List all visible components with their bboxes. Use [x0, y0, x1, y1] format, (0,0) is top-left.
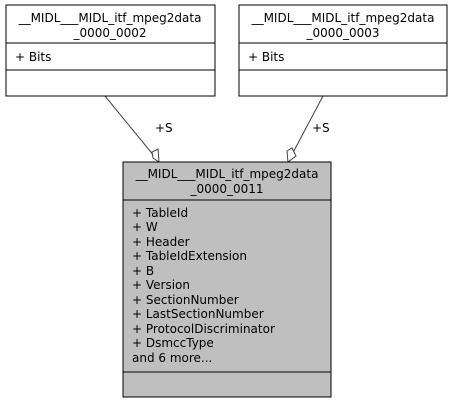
class-attribute-0011-10: + DsmccType [132, 336, 214, 350]
class-attribute-0011-8: + LastSectionNumber [132, 307, 264, 321]
class-attribute-0011-4: + TableIdExtension [132, 249, 247, 263]
class-attribute-0011-3: + Header [132, 235, 190, 249]
class-attribute-0011-2: + W [132, 220, 158, 234]
class-name-0002-line1: __MIDL___MIDL_itf_mpeg2data [18, 11, 202, 25]
association-right: +S [286, 95, 330, 163]
class-box-0003-frame [238, 4, 448, 97]
association-label-right: +S [312, 121, 330, 135]
class-name-0002-line2: _0000_0002 [72, 26, 146, 40]
class-attribute-0011-5: + B [132, 264, 154, 278]
class-attribute-0003-bits: + Bits [248, 50, 284, 64]
class-box-0011-frame [122, 161, 332, 398]
class-name-0011-line2: _0000_0011 [189, 182, 263, 196]
class-name-0011-line1: __MIDL___MIDL_itf_mpeg2data [135, 167, 319, 181]
class-box-0003: __MIDL___MIDL_itf_mpeg2data _0000_0003 +… [238, 4, 448, 97]
class-name-0003-line1: __MIDL___MIDL_itf_mpeg2data [251, 11, 435, 25]
class-box-0002-frame [5, 4, 216, 97]
class-name-0003-line2: _0000_0003 [305, 26, 379, 40]
class-box-0002: __MIDL___MIDL_itf_mpeg2data _0000_0002 +… [5, 4, 216, 97]
association-left: +S [104, 95, 173, 163]
class-attribute-0011-7: + SectionNumber [132, 293, 239, 307]
class-attribute-0011-9: + ProtocolDiscriminator [132, 322, 275, 336]
class-attribute-0002-bits: + Bits [15, 50, 51, 64]
class-more-attributes-note: and 6 more... [132, 351, 212, 365]
association-line-left [104, 95, 160, 163]
class-box-0011: __MIDL___MIDL_itf_mpeg2data _0000_0011 +… [122, 161, 332, 398]
aggregation-diamond-left-icon [151, 148, 160, 163]
association-label-left: +S [155, 121, 173, 135]
aggregation-diamond-right-icon [286, 147, 297, 163]
class-attribute-0011-6: + Version [132, 278, 190, 292]
class-attribute-0011-1: + TableId [132, 206, 188, 220]
